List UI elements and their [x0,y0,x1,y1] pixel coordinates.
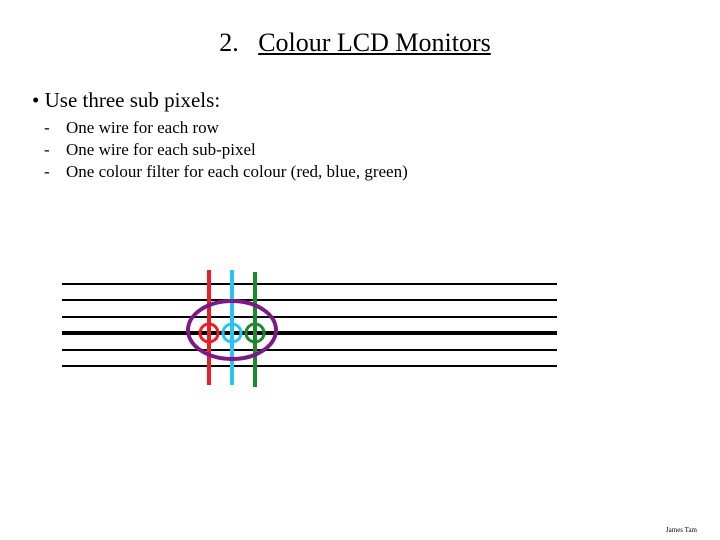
sub-point-list: -One wire for each row -One wire for eac… [44,117,408,183]
sub-point: -One wire for each sub-pixel [44,139,408,161]
title-number: 2. [219,28,239,57]
dash-marker: - [44,162,50,181]
author-footer: James Tam [665,526,697,534]
blue-subpixel-filter [221,322,243,344]
sub-point-text: One colour filter for each colour (red, … [66,162,408,181]
sub-point: -One wire for each row [44,117,408,139]
dash-marker: - [44,118,50,137]
red-subpixel-filter [198,322,220,344]
sub-point-text: One wire for each row [66,118,219,137]
slide-title: 2. Colour LCD Monitors [0,28,710,58]
dash-marker: - [44,140,50,159]
pixel-outline [186,299,278,361]
sub-point-text: One wire for each sub-pixel [66,140,256,159]
sub-point: -One colour filter for each colour (red,… [44,161,408,183]
title-text: Colour LCD Monitors [258,28,491,57]
green-subpixel-filter [244,322,266,344]
main-bullet: • Use three sub pixels: [32,88,221,112]
